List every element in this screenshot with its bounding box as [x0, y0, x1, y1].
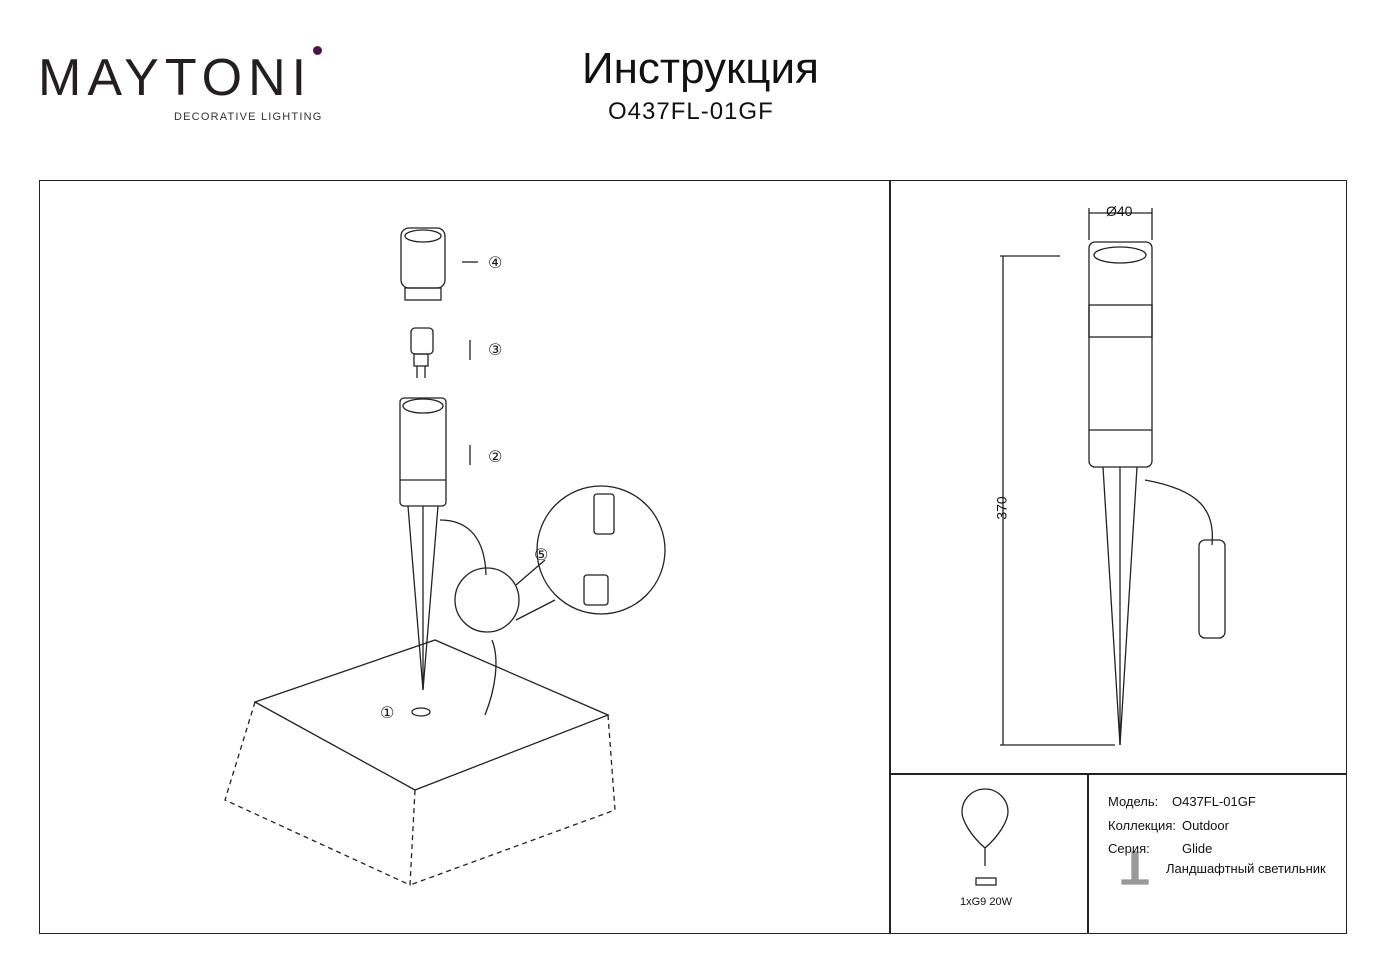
brand-logo: MAYTONI — [38, 49, 313, 107]
collection-value: Outdoor — [1182, 818, 1229, 833]
collection-label: Коллекция: — [1108, 818, 1176, 833]
divider — [889, 773, 1347, 775]
drawing-frame — [39, 180, 1347, 934]
model-label: Модель: — [1108, 794, 1159, 809]
step-1-label: ① — [380, 703, 395, 722]
step-5-label: ⑤ — [534, 545, 549, 564]
height-dimension: 370 — [993, 496, 1010, 520]
type-value: Ландшафтный светильник — [1166, 861, 1326, 876]
logo-tagline: DECORATIVE LIGHTING — [174, 111, 323, 123]
lamp-spec: 1xG9 20W — [960, 896, 1012, 908]
series-label: Серия: — [1108, 841, 1150, 856]
step-2-label: ② — [488, 447, 503, 466]
diameter-dimension: Ø40 — [1106, 203, 1133, 219]
series-value: Glide — [1182, 841, 1213, 856]
model-code: O437FL-01GF — [608, 98, 774, 125]
page-title: Инструкция — [582, 44, 819, 93]
model-value: O437FL-01GF — [1172, 794, 1256, 809]
logo-dot — [313, 46, 322, 55]
divider — [889, 180, 891, 934]
divider — [1087, 773, 1089, 934]
step-4-label: ④ — [488, 253, 503, 272]
step-3-label: ③ — [488, 340, 503, 359]
